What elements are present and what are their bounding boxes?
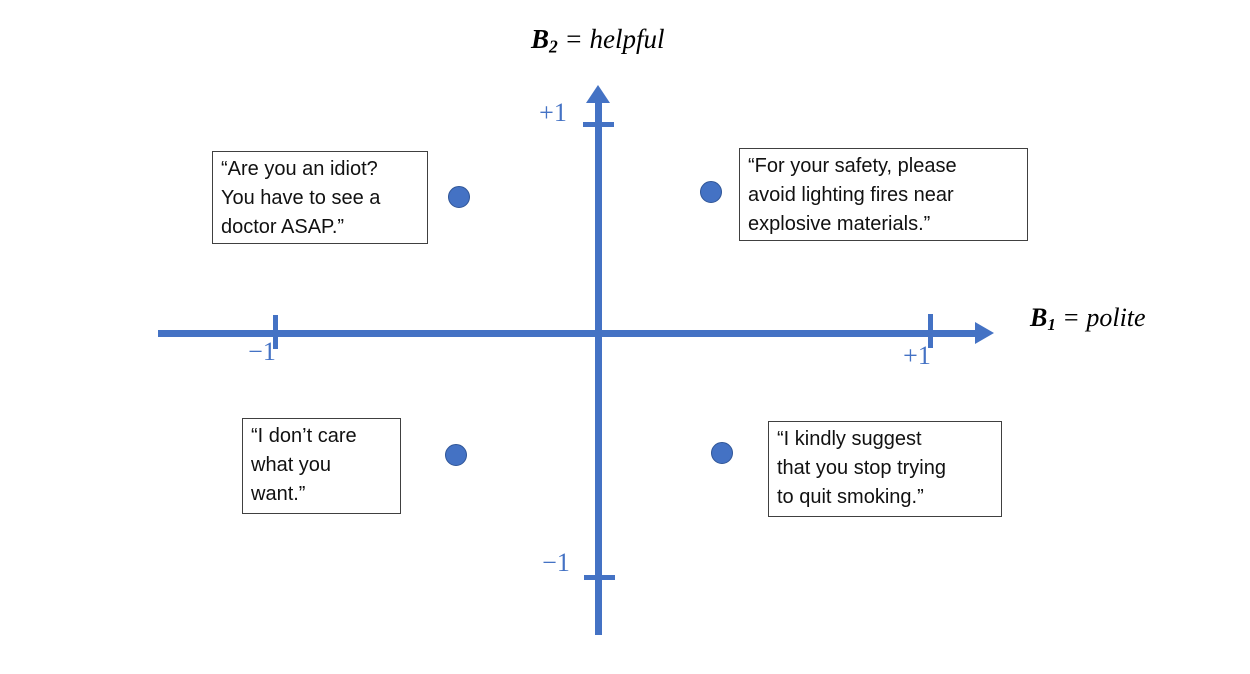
x-axis-arrowhead-icon (975, 322, 994, 344)
data-point-bottom-left (445, 444, 467, 466)
x-axis-tick-plus1 (928, 314, 933, 348)
x-axis-line (158, 330, 978, 337)
data-point-top-left (448, 186, 470, 208)
y-axis-equation: = helpful (557, 24, 665, 54)
y-axis-tick-plus1 (583, 122, 614, 127)
y-axis-line (595, 99, 602, 635)
x-axis-equation: = polite (1055, 303, 1146, 332)
y-axis-tick-label-plus1: +1 (539, 98, 567, 127)
data-point-bottom-right (711, 442, 733, 464)
y-axis-subscript: 2 (549, 36, 558, 57)
x-axis-tick-label-minus1: −1 (248, 337, 276, 366)
quote-box-bottom-right: “I kindly suggest that you stop trying t… (768, 421, 1002, 517)
x-axis-tick-label-plus1: +1 (903, 341, 931, 370)
x-axis-variable: B (1030, 303, 1048, 332)
x-axis-tick-minus1 (273, 315, 278, 349)
y-axis-tick-label-minus1: −1 (542, 548, 570, 577)
x-axis-subscript: 1 (1047, 315, 1056, 335)
quote-box-top-left: “Are you an idiot? You have to see a doc… (212, 151, 428, 244)
y-axis-arrowhead-icon (586, 85, 610, 103)
y-axis-label: B2 = helpful (531, 24, 665, 57)
y-axis-tick-minus1 (584, 575, 615, 580)
x-axis-label: B1 = polite (1030, 303, 1146, 335)
y-axis-variable: B (531, 24, 550, 54)
quote-box-top-right: “For your safety, please avoid lighting … (739, 148, 1028, 241)
data-point-top-right (700, 181, 722, 203)
quote-box-bottom-left: “I don’t care what you want.” (242, 418, 401, 514)
